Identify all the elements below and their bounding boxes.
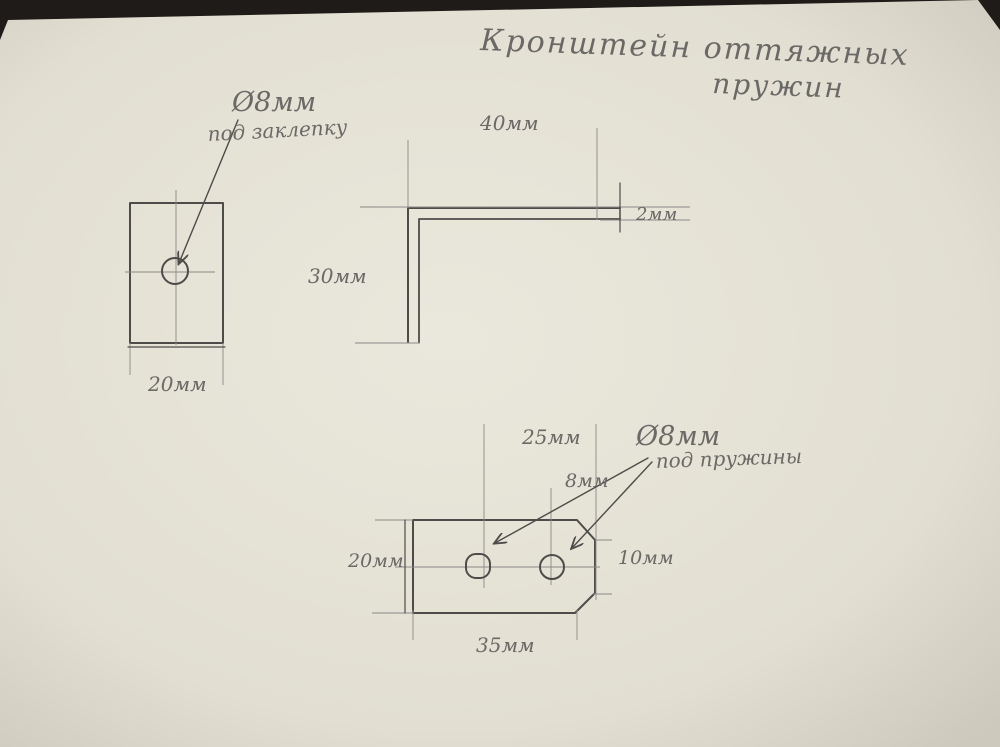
profile-length-label: 40мм bbox=[479, 111, 539, 135]
profile-thickness-label: 2мм bbox=[635, 204, 677, 225]
plate-length-label: 35мм bbox=[476, 633, 535, 657]
rivet-hole bbox=[161, 257, 189, 285]
profile-view: 40мм 30мм 2мм bbox=[308, 111, 690, 344]
side-width-label: 20мм bbox=[147, 372, 207, 396]
spring-hole-1 bbox=[465, 553, 491, 579]
profile-inner-edge bbox=[418, 218, 621, 343]
spring-hole-leader-1 bbox=[495, 457, 649, 543]
rivet-hole-diameter: Ø8мм bbox=[231, 87, 316, 118]
plate-view: 25мм 8мм Ø8мм под пружины 20мм 10мм 35мм bbox=[347, 421, 802, 657]
edge-offset-label: 8мм bbox=[565, 470, 609, 492]
plate-height-label: 20мм bbox=[347, 550, 404, 572]
side-plate-outline bbox=[129, 202, 224, 344]
side-view: Ø8мм под заклепку 20мм bbox=[125, 87, 348, 396]
spring-hole-2 bbox=[539, 554, 565, 580]
hole-spacing-label: 25мм bbox=[521, 425, 581, 449]
profile-height-label: 30мм bbox=[308, 264, 367, 288]
spring-hole-purpose: под пружины bbox=[655, 444, 802, 473]
spring-hole-diameter: Ø8мм bbox=[635, 421, 720, 452]
spring-hole-leader-2 bbox=[572, 461, 653, 548]
rivet-hole-leader bbox=[179, 119, 239, 263]
title-line-2: пружин bbox=[712, 67, 846, 105]
right-edge-label: 10мм bbox=[618, 547, 674, 569]
